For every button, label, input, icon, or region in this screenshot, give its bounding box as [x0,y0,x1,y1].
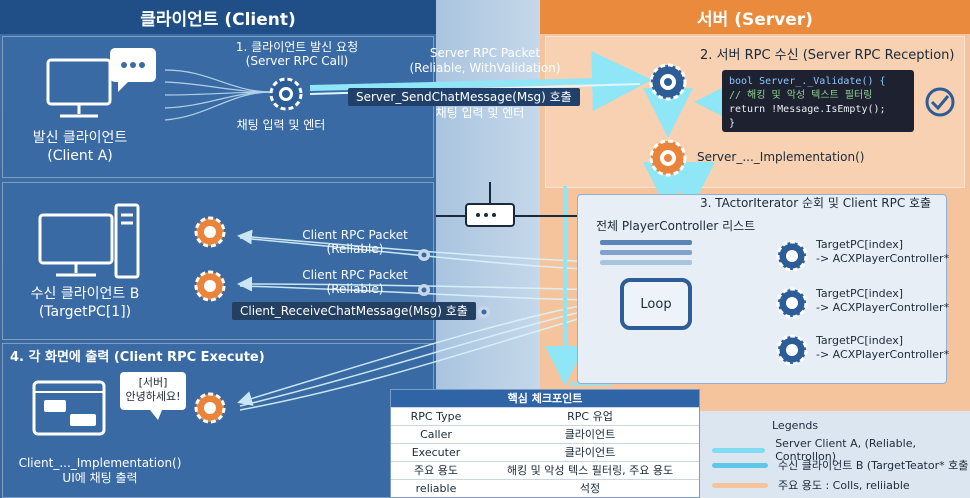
list-title: 전체 PlayerController 리스트 [596,219,756,233]
code-line-1: bool Server_._Validate() { [729,76,886,87]
server-packet-label: Server RPC Packet [429,46,541,60]
row-key: Caller [420,428,452,441]
target-pc-3-line2: -> ACXPlayerController* [816,348,950,361]
code-line-4: } [729,118,736,129]
server-receive-gear-icon [649,63,687,101]
checkpoint-table: 핵심 체크포인트 RPC Type RPC 유업 Caller 클라이언트 Exec… [390,389,700,498]
client-a-sub: (Client A) [47,148,113,164]
client-a-name: 발신 클라이언트 [32,130,128,146]
row-value: 클라이언트 [564,428,616,441]
legend-swatch-2 [712,462,768,468]
table-row: RPC Type RPC 유업 [391,407,699,425]
table-row: reliable 석정 [391,479,699,497]
target-pc-2-line1: TargetPC[index] [816,287,904,300]
row-value: RPC 유업 [567,410,613,423]
validated-check-icon [925,87,955,117]
loop-box: Loop [620,278,692,330]
client-a-signal-lines [164,69,273,121]
checkpoint-title: 핵심 체크포인트 [391,390,699,407]
target-pc-3: TargetPC[index] -> ACXPlayerController* [816,334,966,362]
row-value: 해킹 및 악성 텍스 필터링, 주요 용도 [506,464,674,477]
target-pc-1-line2: -> ACXPlayerController* [816,252,950,265]
target-gear-2-icon [776,287,808,319]
code-line-2: // 해킹 및 악성 텍스트 필터링 [729,90,873,101]
row-value: 클라이언트 [564,446,616,459]
client-packet2-label: Client RPC Packet [302,268,408,282]
client-title: 클라이언트 (Client) [0,0,436,34]
send-call-sub: 채팅 입력 및 엔터 [435,106,525,120]
client-b-gear-1-icon [194,216,226,248]
target-pc-1-line1: TargetPC[index] [816,238,904,251]
client-rpc-lines-b [237,229,611,301]
client-impl-sub: UI에 채팅 출력 [62,471,138,485]
legend-swatch-1 [712,447,766,453]
legend-swatch-3 [712,482,768,488]
row-value: 석정 [579,482,601,495]
row-key: reliable [415,482,457,495]
pc-a-icon [46,58,112,118]
client-b-sub: (TargetPC[1]) [38,304,132,320]
client-impl-label: Client_..._Implementation() [18,456,182,470]
legend-title: Legends [772,419,819,432]
target-pc-3-line1: TargetPC[index] [816,334,904,347]
send-call-text: Server_SendChatMessage(Msg) 호출 [348,88,580,106]
server-impl-label: Server_..._Implementation() [697,150,865,164]
client-packet1-sub: (Reliable) [326,242,384,256]
table-row: 주요 용도 해킹 및 악성 텍스 필터링, 주요 용도 [391,461,699,479]
output-bubble-line2: 안녕하세요! [125,390,181,403]
list-stack-icon [600,240,692,274]
server-impl-gear-icon [649,139,687,177]
chat-window-icon [32,380,106,436]
output-bubble-text: [서버] 안녕하세요! [120,376,186,404]
server-title: 서버 (Server) [540,0,970,34]
step1-sub: (Server RPC Call) [245,54,349,68]
legend-label-3: 주요 용도 : Colls, reliiable [778,479,910,492]
target-pc-1: TargetPC[index] -> ACXPlayerController* [816,238,966,266]
step2-label: 2. 서버 RPC 수신 (Server RPC Reception) [700,48,955,63]
pc-b-icon [38,203,140,279]
table-row: Executer 클라이언트 [391,443,699,461]
output-bubble-line1: [서버] [138,376,168,389]
target-pc-2-line2: -> ACXPlayerController* [816,301,950,314]
server-packet-sub: (Reliable, WithValidation) [409,61,561,75]
router-icon [465,203,515,227]
receive-call-text: Client_ReceiveChatMessage(Msg) 호출 [232,302,476,320]
chat-enter-label: 채팅 입력 및 엔터 [236,118,326,132]
step3-label: 3. TActorIterator 순회 및 Client RPC 호출 [700,196,932,210]
code-line-3: return !Message.IsEmpty(); [729,104,886,115]
client-a-panel [2,36,434,178]
legend-label-2: 수신 클라이언트 B (TargetTeator* 호출 [778,459,969,472]
row-key: 주요 용도 [414,464,458,477]
row-key: RPC Type [410,410,462,423]
receive-call-pill: Client_ReceiveChatMessage(Msg) 호출 [232,300,476,320]
client-output-gear-icon [194,392,226,424]
legend-box: Legends Server Client A, (Reliable, Cont… [700,411,970,498]
client-b-gear-2-icon [194,270,226,302]
legend-item-3: 주요 용도 : Colls, reliiable [712,477,910,493]
legend-item-2: 수신 클라이언트 B (TargetTeator* 호출 [712,457,968,473]
client-a-gear-icon [269,77,303,111]
target-gear-1-icon [776,240,808,272]
client-packet2-sub: (Reliable) [326,282,384,296]
target-pc-2: TargetPC[index] -> ACXPlayerController* [816,287,966,315]
send-call-pill: Server_SendChatMessage(Msg) 호출 [348,86,580,106]
step4-label: 4. 각 화면에 출력 (Client RPC Execute) [10,350,265,365]
target-gear-3-icon [776,334,808,366]
output-bubble [120,372,186,410]
row-key: Executer [411,446,461,459]
legend-item-1: Server Client A, (Reliable, Controllon) [712,437,970,463]
loop-label: Loop [640,296,672,312]
client-b-name: 수신 클라이언트 B [30,286,140,302]
validate-code-block: bool Server_._Validate() { // 해킹 및 악성 텍스… [722,70,914,132]
step1-label: 1. 클라이언트 발신 요청 [235,40,359,54]
client-packet1-label: Client RPC Packet [302,228,408,242]
server-rpc-arrow [309,51,652,112]
table-row: Caller 클라이언트 [391,425,699,443]
legend-label-1: Server Client A, (Reliable, Controllon) [775,437,916,463]
